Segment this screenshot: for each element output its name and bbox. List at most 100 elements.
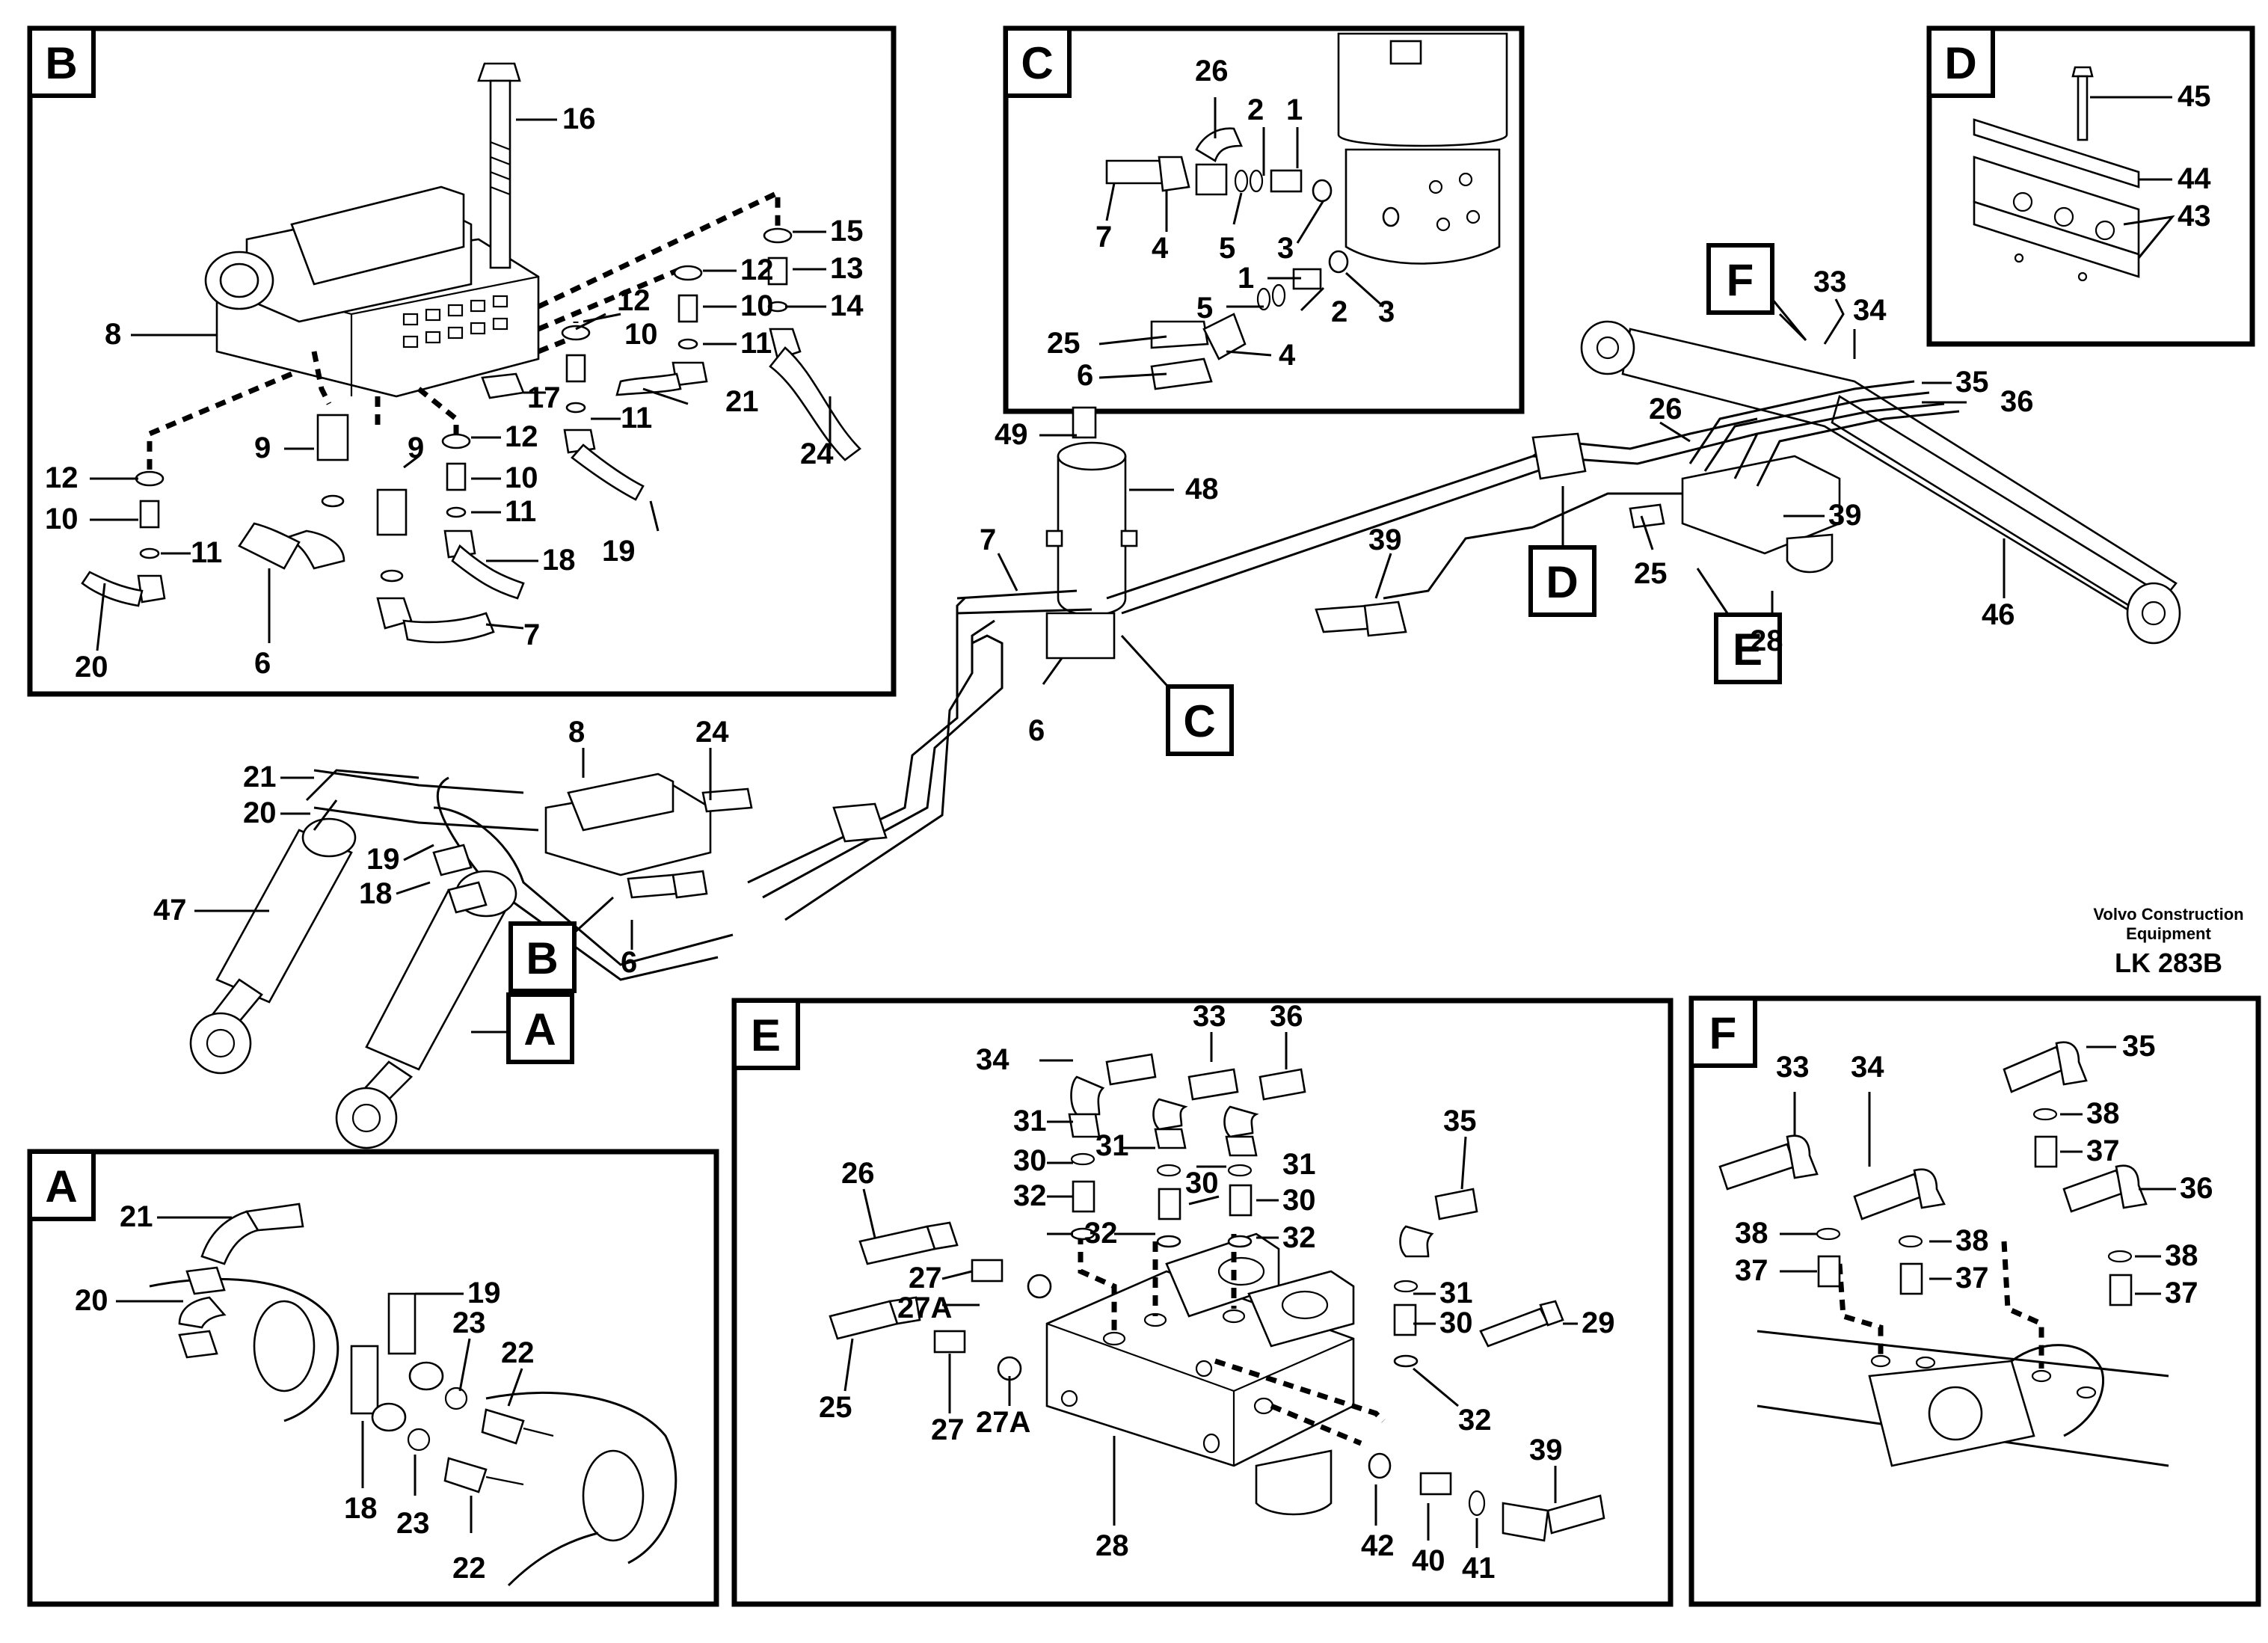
callout-f-38b: 38 bbox=[1735, 1217, 1768, 1250]
svg-text:D: D bbox=[1944, 38, 1976, 88]
callout-a-22b: 22 bbox=[452, 1552, 486, 1585]
callout-b-8: 8 bbox=[105, 318, 121, 351]
callout-main-24: 24 bbox=[695, 716, 729, 749]
callout-f-37a: 37 bbox=[2086, 1134, 2120, 1167]
callout-b-15: 15 bbox=[830, 215, 864, 248]
callout-c-6: 6 bbox=[1077, 359, 1093, 392]
detail-c-artwork: 26 2 1 7 4 5 3 1 5 2 3 25 4 6 bbox=[1047, 32, 1508, 392]
callout-e-40: 40 bbox=[1412, 1544, 1445, 1577]
callout-c-26: 26 bbox=[1195, 55, 1229, 87]
callout-b-13: 13 bbox=[830, 252, 864, 285]
callout-e-31d: 31 bbox=[1439, 1277, 1473, 1309]
callout-b-9a: 9 bbox=[254, 432, 271, 464]
callout-f-38a: 38 bbox=[2086, 1097, 2120, 1130]
callout-e-32d: 32 bbox=[1458, 1404, 1492, 1437]
callout-e-42: 42 bbox=[1361, 1529, 1395, 1562]
callout-b-18: 18 bbox=[542, 544, 576, 577]
callout-e-30c: 30 bbox=[1282, 1184, 1316, 1217]
callout-main-39b: 39 bbox=[1368, 523, 1402, 556]
callout-e-27A2: 27A bbox=[976, 1406, 1030, 1439]
callout-f-34: 34 bbox=[1851, 1051, 1884, 1084]
svg-text:C: C bbox=[1021, 38, 1053, 88]
callout-main-34: 34 bbox=[1853, 294, 1887, 327]
callout-b-11d: 11 bbox=[191, 536, 222, 569]
callout-a-18: 18 bbox=[344, 1492, 378, 1525]
callout-b-6: 6 bbox=[254, 647, 271, 680]
callout-e-35: 35 bbox=[1443, 1105, 1477, 1137]
callout-d-44: 44 bbox=[2178, 162, 2211, 195]
callout-b-11c: 11 bbox=[505, 495, 536, 528]
callout-c-3b: 3 bbox=[1378, 295, 1395, 328]
callout-f-38c: 38 bbox=[1955, 1224, 1989, 1257]
callout-b-21: 21 bbox=[725, 385, 759, 418]
callout-main-26: 26 bbox=[1649, 393, 1682, 426]
callout-f-37d: 37 bbox=[2165, 1277, 2198, 1309]
detail-b-artwork: 16 15 13 14 12 10 11 12 10 21 11 24 17 8… bbox=[45, 62, 864, 684]
callout-main-28: 28 bbox=[1750, 624, 1783, 657]
callout-b-20: 20 bbox=[75, 651, 108, 684]
callout-main-21: 21 bbox=[243, 761, 277, 793]
callout-main-8: 8 bbox=[568, 716, 585, 749]
view-letter-c: C bbox=[1004, 26, 1072, 98]
svg-text:E: E bbox=[751, 1010, 781, 1060]
callout-e-25: 25 bbox=[819, 1391, 852, 1424]
pointer-box-d: D bbox=[1546, 557, 1578, 607]
pointer-box-b: B bbox=[526, 933, 558, 983]
callout-b-10c: 10 bbox=[505, 461, 538, 494]
svg-text:B: B bbox=[45, 38, 77, 88]
callout-f-38d: 38 bbox=[2165, 1239, 2198, 1272]
callout-e-36: 36 bbox=[1270, 1000, 1303, 1033]
callout-c-4b: 4 bbox=[1279, 339, 1296, 372]
detail-f-artwork: 33 34 35 38 37 36 38 38 37 37 38 37 bbox=[1718, 1030, 2213, 1467]
callout-d-43: 43 bbox=[2178, 200, 2211, 233]
callout-c-5b: 5 bbox=[1196, 292, 1213, 325]
callout-b-7: 7 bbox=[523, 618, 540, 651]
svg-text:F: F bbox=[1709, 1008, 1737, 1058]
callout-f-37b: 37 bbox=[1735, 1254, 1768, 1287]
callout-e-31c: 31 bbox=[1282, 1148, 1316, 1181]
callout-c-3a: 3 bbox=[1277, 232, 1294, 265]
detail-frame-a bbox=[27, 1149, 719, 1607]
callout-e-29: 29 bbox=[1582, 1306, 1615, 1339]
detail-frame-e bbox=[731, 998, 1674, 1607]
callout-e-27A1: 27A bbox=[897, 1292, 952, 1324]
callout-e-30b: 30 bbox=[1185, 1167, 1219, 1200]
callout-f-35: 35 bbox=[2122, 1030, 2156, 1063]
callout-e-32c: 32 bbox=[1282, 1221, 1316, 1254]
callout-b-12b: 12 bbox=[617, 284, 651, 317]
callout-main-6: 6 bbox=[1028, 714, 1045, 747]
callout-a-19: 19 bbox=[467, 1277, 501, 1309]
callout-e-32a: 32 bbox=[1013, 1179, 1047, 1212]
callout-e-39: 39 bbox=[1529, 1434, 1563, 1467]
callout-e-28: 28 bbox=[1095, 1529, 1129, 1562]
callout-b-16: 16 bbox=[562, 102, 596, 135]
callout-f-36: 36 bbox=[2180, 1172, 2213, 1205]
callout-main-48: 48 bbox=[1185, 473, 1219, 506]
callout-b-17: 17 bbox=[527, 381, 561, 414]
credit-line-2: Equipment bbox=[2126, 924, 2211, 943]
callout-main-18: 18 bbox=[359, 877, 393, 910]
view-letter-b: B bbox=[28, 26, 96, 98]
callout-main-25: 25 bbox=[1634, 557, 1668, 590]
callout-b-24: 24 bbox=[800, 437, 834, 470]
drawing-code: LK 283B bbox=[2115, 948, 2222, 978]
detail-d-artwork: 45 44 43 bbox=[1973, 66, 2211, 282]
callout-main-33: 33 bbox=[1813, 265, 1847, 298]
callout-b-12a: 12 bbox=[740, 254, 774, 286]
callout-c-1a: 1 bbox=[1286, 93, 1303, 126]
detail-e-artwork: 34 33 36 31 31 31 30 30 30 32 32 32 26 2… bbox=[819, 1000, 1615, 1585]
callout-b-10b: 10 bbox=[624, 318, 658, 351]
callout-main-35: 35 bbox=[1955, 366, 1989, 399]
view-letter-f: F bbox=[1689, 996, 1757, 1068]
callout-e-31b: 31 bbox=[1095, 1129, 1129, 1162]
callout-b-11b: 11 bbox=[621, 402, 652, 434]
callout-b-19: 19 bbox=[602, 535, 636, 568]
detail-frame-f bbox=[1688, 995, 2261, 1607]
callout-e-30d: 30 bbox=[1439, 1306, 1473, 1339]
view-letter-a: A bbox=[28, 1149, 96, 1221]
callout-e-27a: 27 bbox=[909, 1262, 942, 1295]
pointer-box-e: E bbox=[1733, 624, 1763, 675]
callout-e-27b: 27 bbox=[931, 1413, 965, 1446]
callout-f-33: 33 bbox=[1776, 1051, 1810, 1084]
callout-e-34: 34 bbox=[976, 1043, 1009, 1076]
